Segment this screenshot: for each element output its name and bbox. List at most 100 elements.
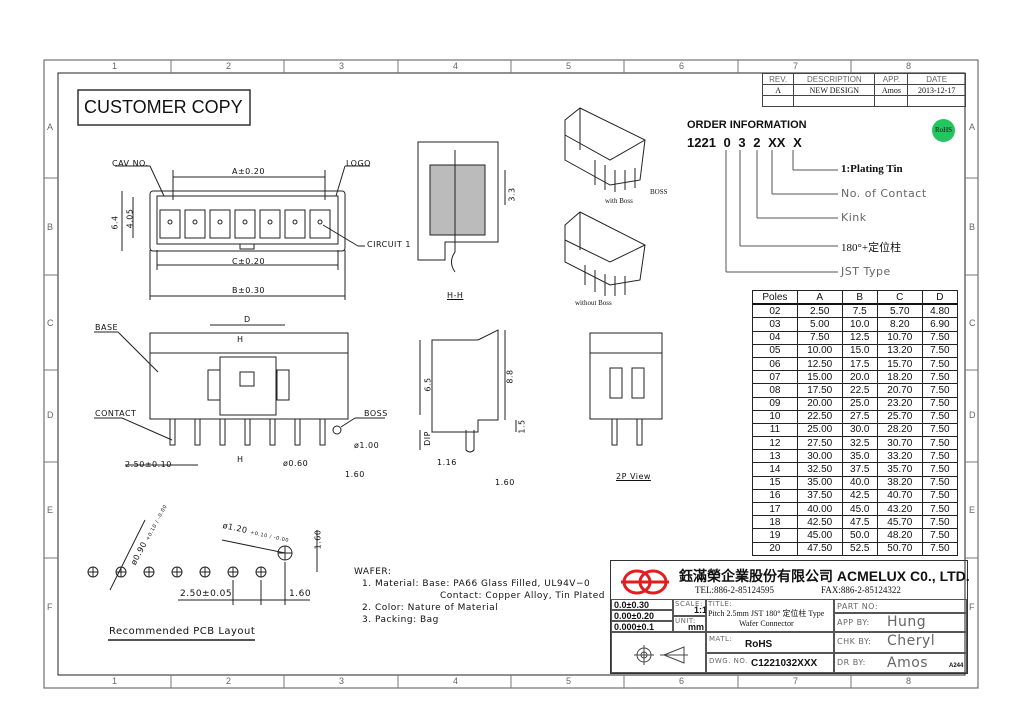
code-kink: 2 <box>753 135 761 150</box>
label-phi-0-60: ø0.60 <box>283 459 309 468</box>
label-8-8: 8.8 <box>505 369 515 384</box>
grid-col-2-bottom: 2 <box>226 676 232 686</box>
label-a-dim: A±0.20 <box>232 167 265 176</box>
dr-by-value: Amos <box>887 655 929 671</box>
table-cell: 7.50 <box>921 396 959 411</box>
dr-by-cell: DR BY: Amos A244 <box>834 653 967 673</box>
title-label: TITLE: <box>708 600 733 608</box>
table-cell: 35.70 <box>876 462 923 477</box>
two-pole-view-drawing <box>589 332 663 446</box>
label-1-60: 1.60 <box>345 470 365 479</box>
date-header: DATE <box>907 73 966 85</box>
legend-kink: Kink <box>841 211 867 224</box>
table-cell: 7.50 <box>921 462 959 477</box>
app-by-cell: APP BY: Hung <box>834 613 967 632</box>
grid-row-f: F <box>47 602 53 612</box>
table-cell: 5.00 <box>796 317 843 332</box>
legend-plating: 1:Plating Tin <box>841 163 903 175</box>
label-6-5: 6.5 <box>423 377 433 392</box>
label-dip: DIP <box>422 431 432 446</box>
table-cell: 19 <box>752 528 798 543</box>
grid-col-3: 3 <box>339 61 345 71</box>
label-without-boss: without Boss <box>575 299 612 307</box>
app-by-label: APP BY: <box>837 618 870 627</box>
label-1-16: 1.16 <box>437 458 457 467</box>
front-view-drawing <box>94 324 385 466</box>
table-cell: 27.5 <box>841 409 878 424</box>
code-type: 0 <box>723 135 731 150</box>
table-cell: 18 <box>752 515 798 530</box>
label-phi-1-00: ø1.00 <box>354 441 380 450</box>
table-cell: 03 <box>752 317 798 332</box>
grid-col-8-bottom: 8 <box>906 676 912 686</box>
table-cell: 37.50 <box>796 488 843 504</box>
legend-contacts: No. of Contact <box>841 187 927 200</box>
side-view-drawing <box>419 329 517 453</box>
order-info-title: ORDER INFORMATION <box>687 119 807 131</box>
table-cell: 17.50 <box>796 383 843 398</box>
table-cell: 22.50 <box>796 409 843 424</box>
projection-symbol <box>611 632 706 673</box>
empty-cell <box>907 95 966 107</box>
dwg-no-cell: DWG. NO. C1221032XXX <box>706 653 834 673</box>
label-pcb-pitch: 2.50±0.05 <box>180 589 233 599</box>
table-cell: 25.00 <box>796 422 843 438</box>
header-cell: A <box>796 290 843 306</box>
table-cell: 13 <box>752 449 798 464</box>
scale-value: 1:1 <box>694 605 708 615</box>
notes-title: WAFER: <box>354 567 392 577</box>
table-cell: 7.50 <box>921 422 959 438</box>
order-info-leaders <box>725 150 838 273</box>
label-3-3: 3.3 <box>507 187 517 202</box>
table-cell: 40.0 <box>841 475 878 490</box>
pcb-layout-title: Recommended PCB Layout <box>109 626 256 637</box>
table-cell: 7.50 <box>796 330 843 345</box>
table-cell: 02 <box>752 303 798 319</box>
label-with-boss: with Boss <box>605 197 633 205</box>
table-cell: 7.50 <box>921 501 959 517</box>
table-cell: 06 <box>752 356 798 372</box>
table-cell: 4.80 <box>921 303 959 319</box>
table-cell: 15.70 <box>876 356 923 372</box>
table-cell: 7.50 <box>921 515 959 530</box>
table-cell: 23.20 <box>876 396 923 411</box>
table-cell: 15 <box>752 475 798 490</box>
table-cell: 7.50 <box>921 343 959 358</box>
grid-col-1-bottom: 1 <box>112 676 118 686</box>
table-cell: 40.70 <box>876 488 923 504</box>
table-cell: 12.50 <box>796 356 843 372</box>
table-cell: 7.50 <box>921 383 959 398</box>
table-cell: 13.20 <box>876 343 923 358</box>
label-pcb-1-60: 1.60 <box>289 589 312 599</box>
company-logo <box>621 569 669 595</box>
table-cell: 7.50 <box>921 436 959 451</box>
grid-col-4-bottom: 4 <box>453 676 459 686</box>
table-cell: 20 <box>752 541 798 556</box>
tolerance-3: 0.000±0.1 <box>611 621 673 632</box>
title-cell: TITLE: Pitch 2.5mm JST 180° 定位柱 Type Waf… <box>706 599 834 632</box>
table-cell: 25.0 <box>841 396 878 411</box>
legend-boss: 180°+定位柱 <box>841 242 902 254</box>
grid-row-f-right: F <box>969 602 975 612</box>
label-pcb-1-60-vertical: 1.60 <box>313 529 323 550</box>
table-cell: 05 <box>752 343 798 358</box>
unit-label: UNIT: <box>675 617 696 625</box>
table-cell: 37.5 <box>841 462 878 477</box>
table-cell: 7.50 <box>921 449 959 464</box>
table-cell: 35.00 <box>796 475 843 490</box>
table-cell: 20.0 <box>841 370 878 385</box>
table-cell: 10.00 <box>796 343 843 358</box>
label-b-dim: B±0.30 <box>232 286 266 295</box>
table-cell: 16 <box>752 488 798 504</box>
table-cell: 15.0 <box>841 343 878 358</box>
label-1-5: 1.5 <box>517 419 527 434</box>
